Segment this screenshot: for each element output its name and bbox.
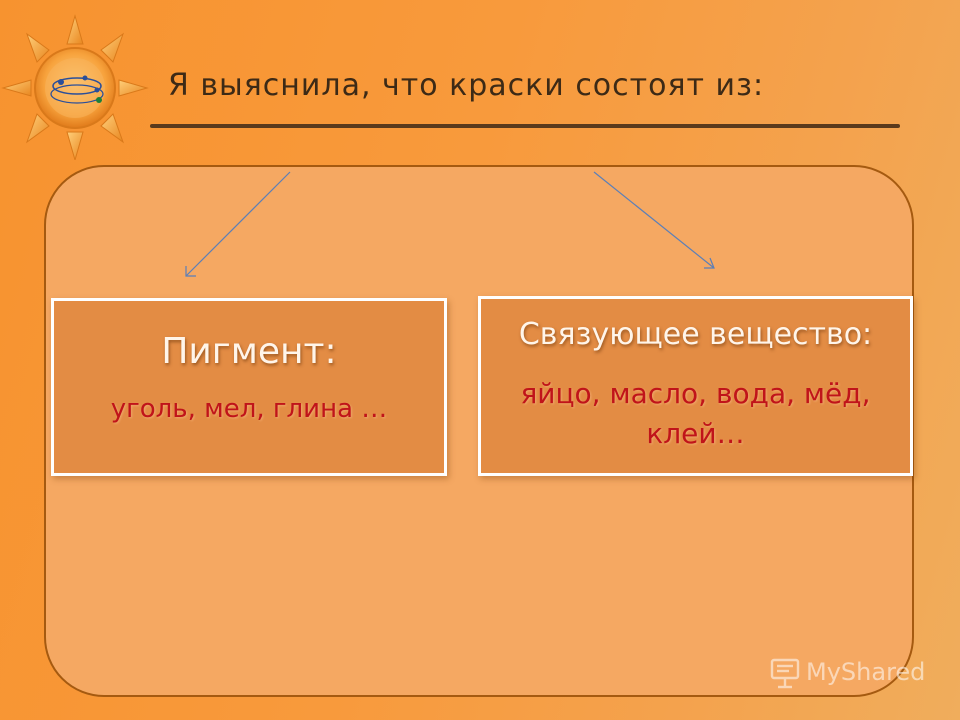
presentation-board-icon xyxy=(770,658,800,689)
pigment-box: Пигмент: уголь, мел, глина … xyxy=(51,298,447,476)
pigment-examples: уголь, мел, глина … xyxy=(110,394,388,424)
pigment-heading: Пигмент: xyxy=(161,331,337,372)
slide-title: Я выяснила, что краски состоят из: xyxy=(168,68,765,103)
myshared-watermark: MyShared xyxy=(768,656,928,692)
title-underline xyxy=(150,124,900,128)
sun-logo-icon xyxy=(1,14,149,160)
binder-heading: Связующее вещество: xyxy=(518,317,873,352)
watermark-text: MyShared xyxy=(806,658,926,686)
binder-box: Связующее вещество: яйцо, масло, вода, м… xyxy=(478,296,913,476)
binder-examples: яйцо, масло, вода, мёд, клей… xyxy=(520,377,871,450)
